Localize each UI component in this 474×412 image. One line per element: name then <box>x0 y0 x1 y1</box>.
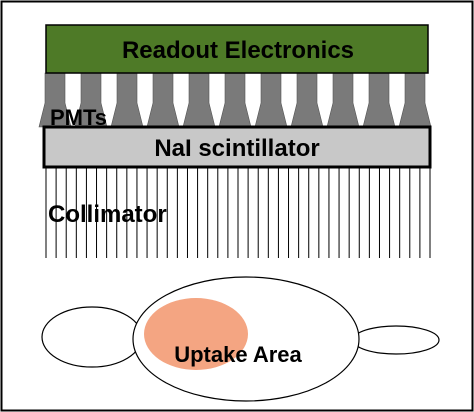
pmt-tube <box>146 72 180 128</box>
pmt-tube <box>362 72 396 128</box>
pmt-array <box>38 72 432 128</box>
phantom-right-ellipse <box>352 325 440 355</box>
scintillator-crystal <box>42 125 432 169</box>
uptake-label: Uptake Area <box>174 342 302 367</box>
pmt-tube <box>110 72 144 128</box>
pmt-tube <box>290 72 324 128</box>
collimator-septa <box>45 167 431 258</box>
readout-label: Readout Electronics <box>122 37 354 64</box>
readout-electronics-bar <box>45 24 429 74</box>
phantom-left-ellipse <box>41 306 143 368</box>
pmt-tube <box>326 72 360 128</box>
pmt-tube <box>218 72 252 128</box>
pmt-tube <box>398 72 432 128</box>
pmt-tube <box>254 72 288 128</box>
collimator-label: Collimator <box>48 201 167 228</box>
scintillator-label: NaI scintillator <box>154 135 319 162</box>
uptake-area-region <box>144 298 248 370</box>
pmt-tube <box>182 72 216 128</box>
